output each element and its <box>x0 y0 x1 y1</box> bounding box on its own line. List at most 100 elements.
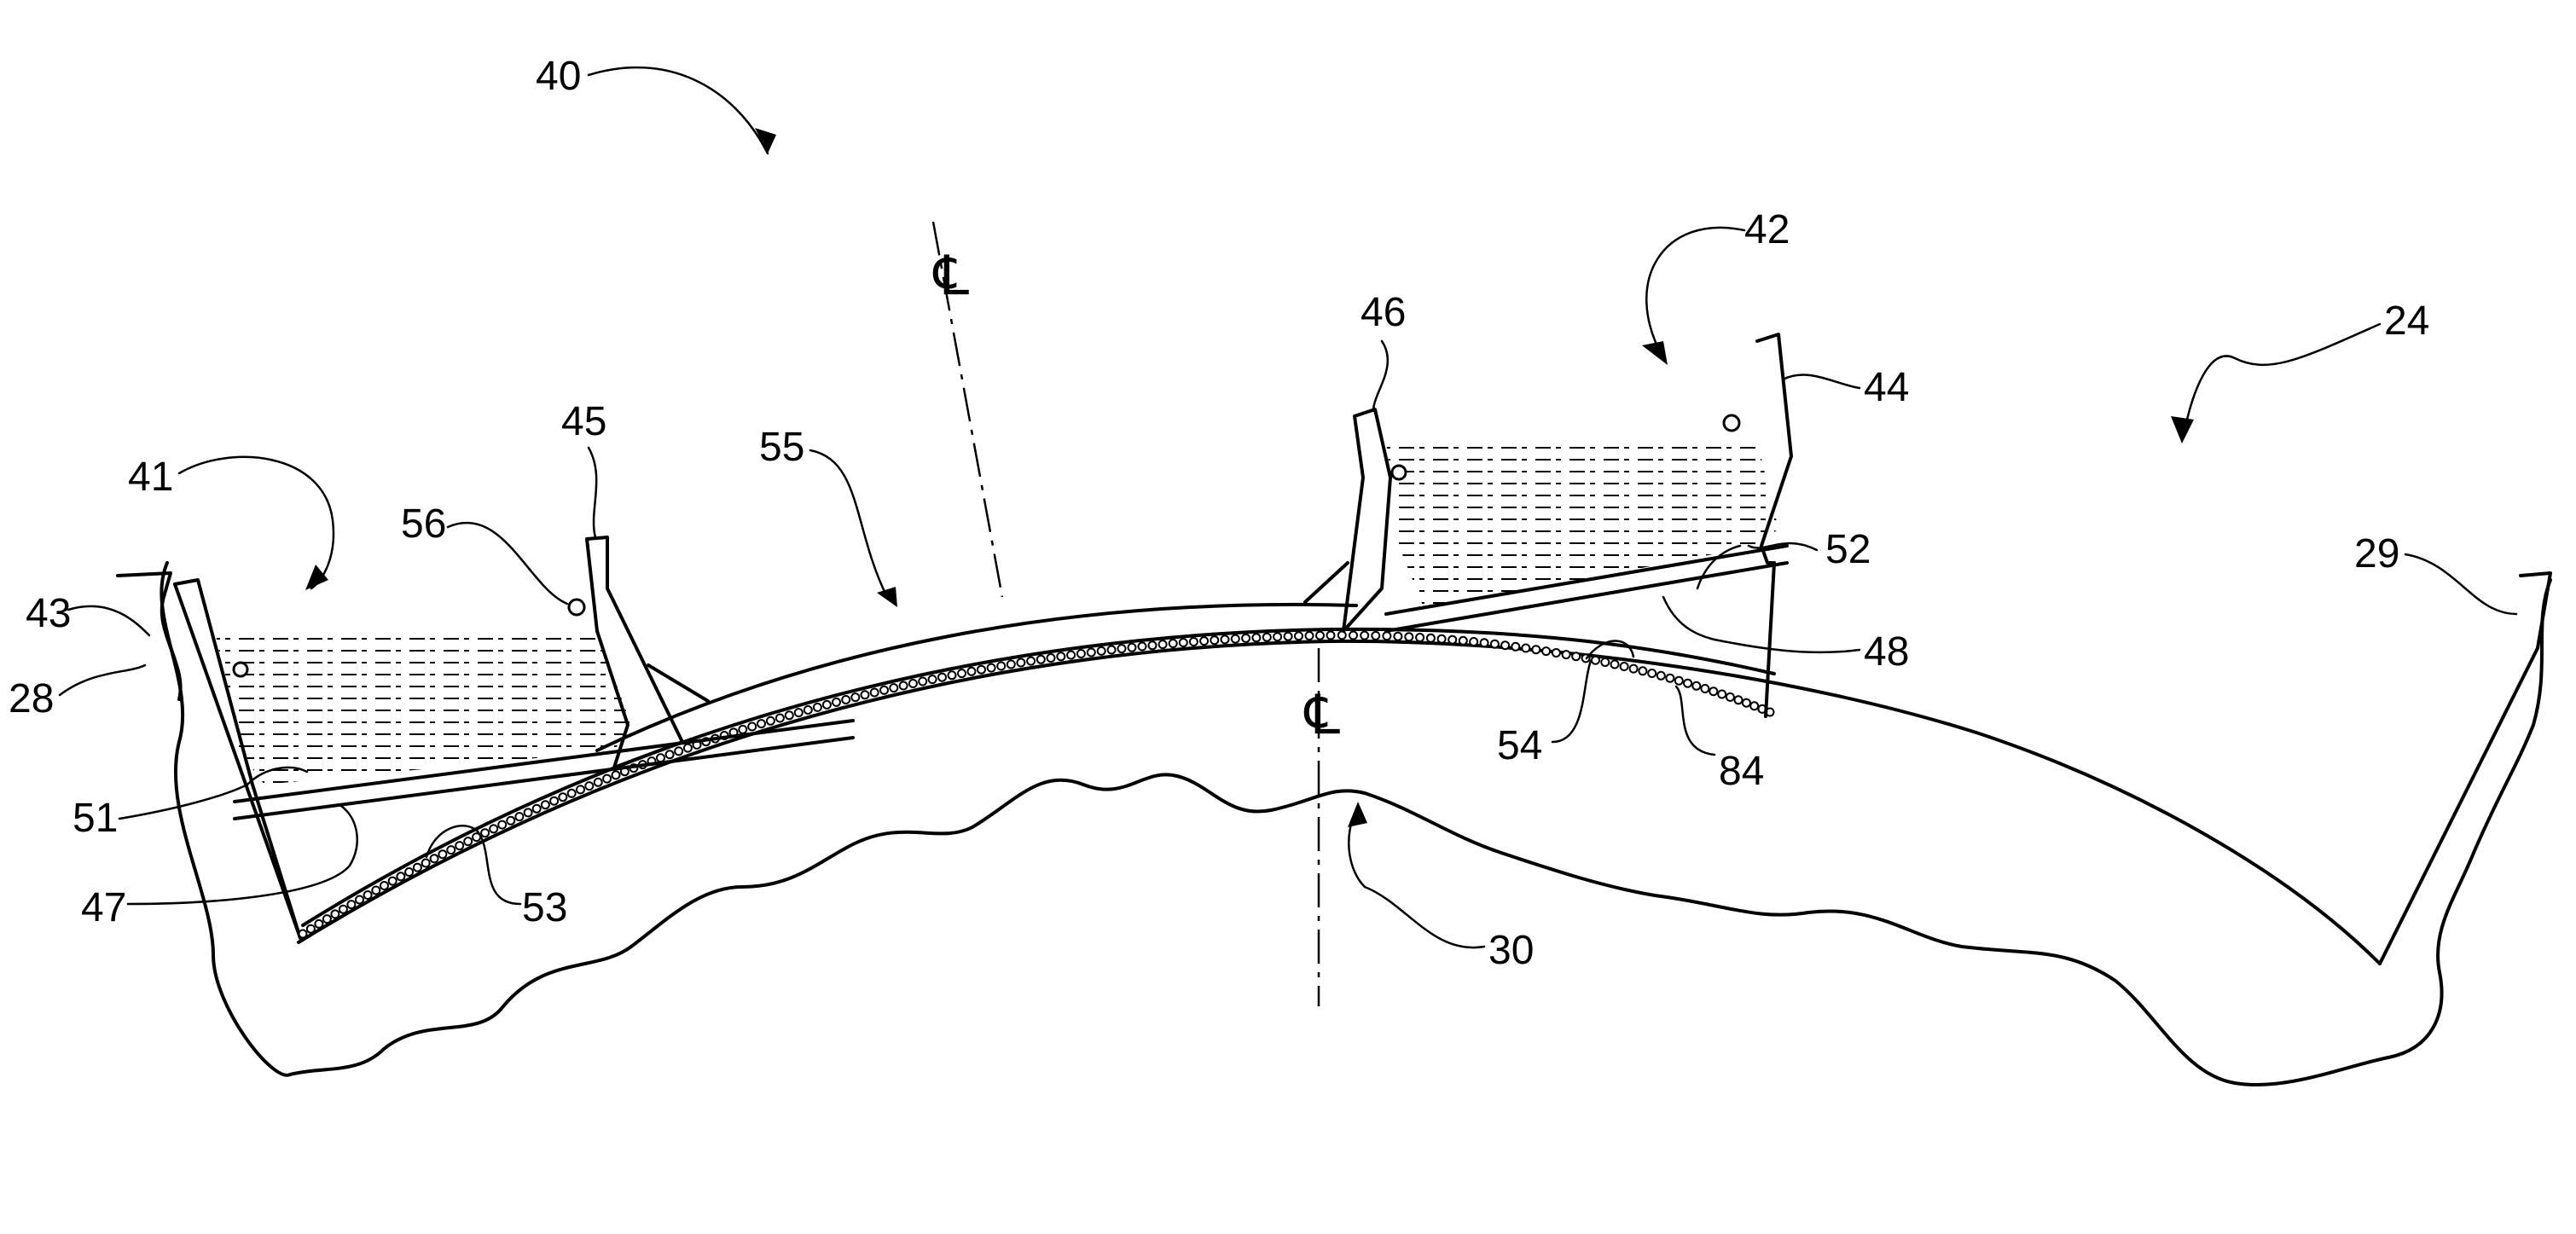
roller <box>490 825 497 832</box>
roller <box>1743 699 1750 707</box>
roller <box>577 785 584 793</box>
roller <box>525 808 532 816</box>
roller <box>767 717 775 725</box>
roller <box>364 891 372 899</box>
roller <box>1210 636 1218 644</box>
label-41: 41 <box>128 455 173 500</box>
roller <box>1242 634 1250 642</box>
arrow-24 <box>2171 416 2194 443</box>
roller <box>1200 637 1208 645</box>
roller <box>1394 633 1401 640</box>
roller <box>1327 632 1335 640</box>
arc-48 <box>1663 597 1714 640</box>
roller <box>595 779 602 786</box>
roller <box>307 925 315 933</box>
leader-46 <box>1373 341 1388 411</box>
roller <box>559 793 566 801</box>
label-84: 84 <box>1719 749 1764 794</box>
roller <box>507 817 514 825</box>
roller <box>533 805 541 813</box>
roller <box>1295 632 1303 640</box>
roller <box>455 842 463 849</box>
leader-29 <box>2405 554 2516 614</box>
roller <box>1190 638 1198 646</box>
leader-48 <box>1714 640 1859 652</box>
roller <box>1621 663 1628 670</box>
label-54: 54 <box>1497 723 1542 768</box>
roller <box>447 846 455 854</box>
roller <box>776 715 784 722</box>
roller <box>1338 631 1346 639</box>
roller <box>1611 661 1619 669</box>
label-55: 55 <box>759 425 804 470</box>
roller <box>414 864 421 872</box>
roller <box>1701 685 1709 692</box>
roller <box>1361 632 1368 640</box>
roller <box>929 675 937 683</box>
label-53: 53 <box>522 885 567 930</box>
roller <box>1470 638 1477 646</box>
roller <box>666 750 674 758</box>
roller <box>323 915 331 923</box>
roller <box>1316 632 1324 640</box>
roller <box>542 801 549 808</box>
roller <box>1159 640 1167 648</box>
roller <box>405 868 413 876</box>
label-51: 51 <box>73 796 118 841</box>
roller <box>1563 651 1570 658</box>
roller <box>1459 637 1467 645</box>
roller <box>1077 650 1085 658</box>
centerline-symbol-upper: ℄ <box>932 245 969 306</box>
leader-43 <box>68 606 149 635</box>
roller <box>515 813 523 820</box>
roller <box>833 698 840 706</box>
roller <box>1118 645 1126 652</box>
roller <box>1601 658 1609 666</box>
roller <box>1684 680 1691 687</box>
roller <box>1639 667 1646 675</box>
roller <box>1139 643 1146 651</box>
roller <box>1511 643 1519 651</box>
roller <box>1037 656 1045 663</box>
leader-42 <box>1646 228 1744 358</box>
roller <box>1383 632 1390 640</box>
arrow-30 <box>1348 802 1367 827</box>
roller <box>299 930 307 938</box>
label-30: 30 <box>1488 928 1534 973</box>
roller <box>431 855 438 862</box>
roller <box>890 684 897 692</box>
pivot-56 <box>569 600 584 615</box>
roller <box>1501 641 1509 649</box>
leader-24 <box>2184 324 2380 435</box>
roller <box>1438 635 1446 643</box>
label-52: 52 <box>1825 527 1871 572</box>
roller <box>1169 640 1177 647</box>
label-40: 40 <box>536 54 581 99</box>
label-45: 45 <box>561 399 606 444</box>
roller <box>1630 665 1638 673</box>
roller <box>380 882 388 889</box>
label-29: 29 <box>2354 531 2399 576</box>
leader-51 <box>119 785 247 819</box>
roller <box>1416 634 1424 641</box>
roller <box>1709 687 1717 695</box>
roller <box>814 704 821 711</box>
roller <box>958 669 966 677</box>
roller <box>675 747 682 755</box>
roller <box>1047 654 1055 662</box>
leader-45 <box>589 448 596 537</box>
leader-84 <box>1676 687 1714 755</box>
roller <box>739 726 746 733</box>
label-24: 24 <box>2384 298 2429 344</box>
roller <box>1675 677 1683 685</box>
leader-44 <box>1783 375 1859 388</box>
roller <box>1252 634 1260 641</box>
roller <box>842 696 850 704</box>
roller <box>1666 675 1674 682</box>
roller <box>1726 693 1734 701</box>
roller <box>1735 696 1743 704</box>
roller <box>1128 644 1136 652</box>
roller <box>1180 639 1187 646</box>
pivot-right-upper <box>1724 415 1739 431</box>
pivot-right-lower <box>1392 466 1406 479</box>
